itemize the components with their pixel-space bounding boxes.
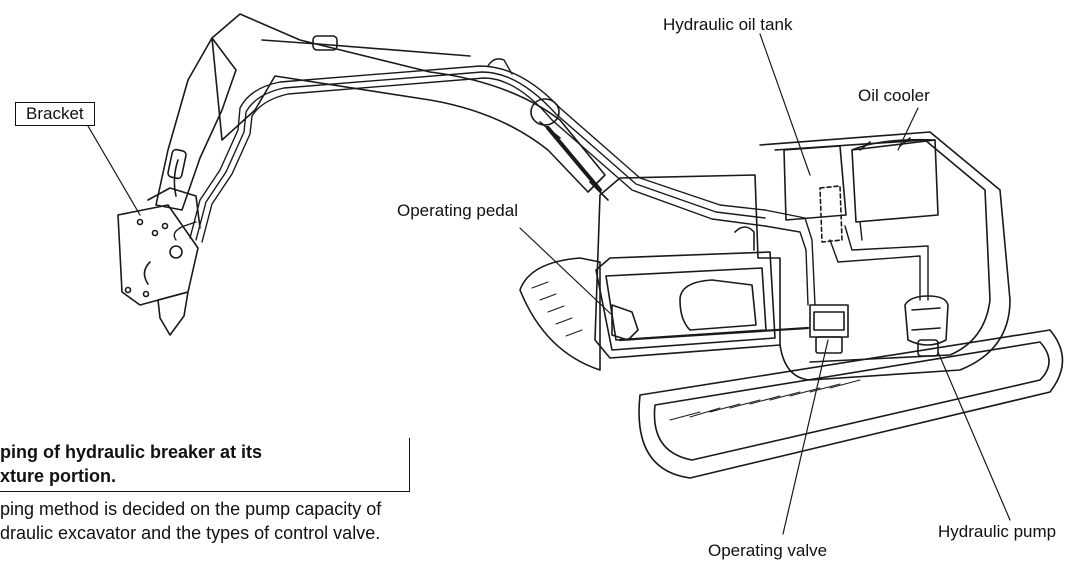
hydraulic-pump-label: Hydraulic pump [938,522,1057,541]
oil-cooler [851,137,939,223]
crawler-track [519,257,1064,479]
section-heading: ping of hydraulic breaker at its xture p… [0,438,410,492]
hydraulic-oil-tank [783,145,847,243]
operating-valve-label: Operating valve [708,541,828,560]
section-heading-line-2: xture portion. [0,466,116,486]
leader-lines [87,33,1011,535]
operating-valve [809,304,849,354]
arm [155,37,237,211]
section-heading-line-1: ping of hydraulic breaker at its [0,442,263,462]
hydraulic-pump [904,295,949,357]
oil-cooler-label: Oil cooler [858,86,930,105]
hydraulic-breaker [117,187,201,336]
body-text-line-1: ping method is decided on the pump capac… [0,499,382,519]
hydraulic-oil-tank-label: Hydraulic oil tank [663,15,793,34]
boom [211,13,606,193]
body-text-line-2: draulic excavator and the types of contr… [0,523,381,543]
boom-cylinder [530,98,609,201]
hydraulic-piping [173,58,766,243]
bracket-label: Bracket [15,102,95,126]
tank-piping [764,209,929,306]
superstructure [594,131,1011,381]
operating-pedal-label: Operating pedal [397,201,518,220]
